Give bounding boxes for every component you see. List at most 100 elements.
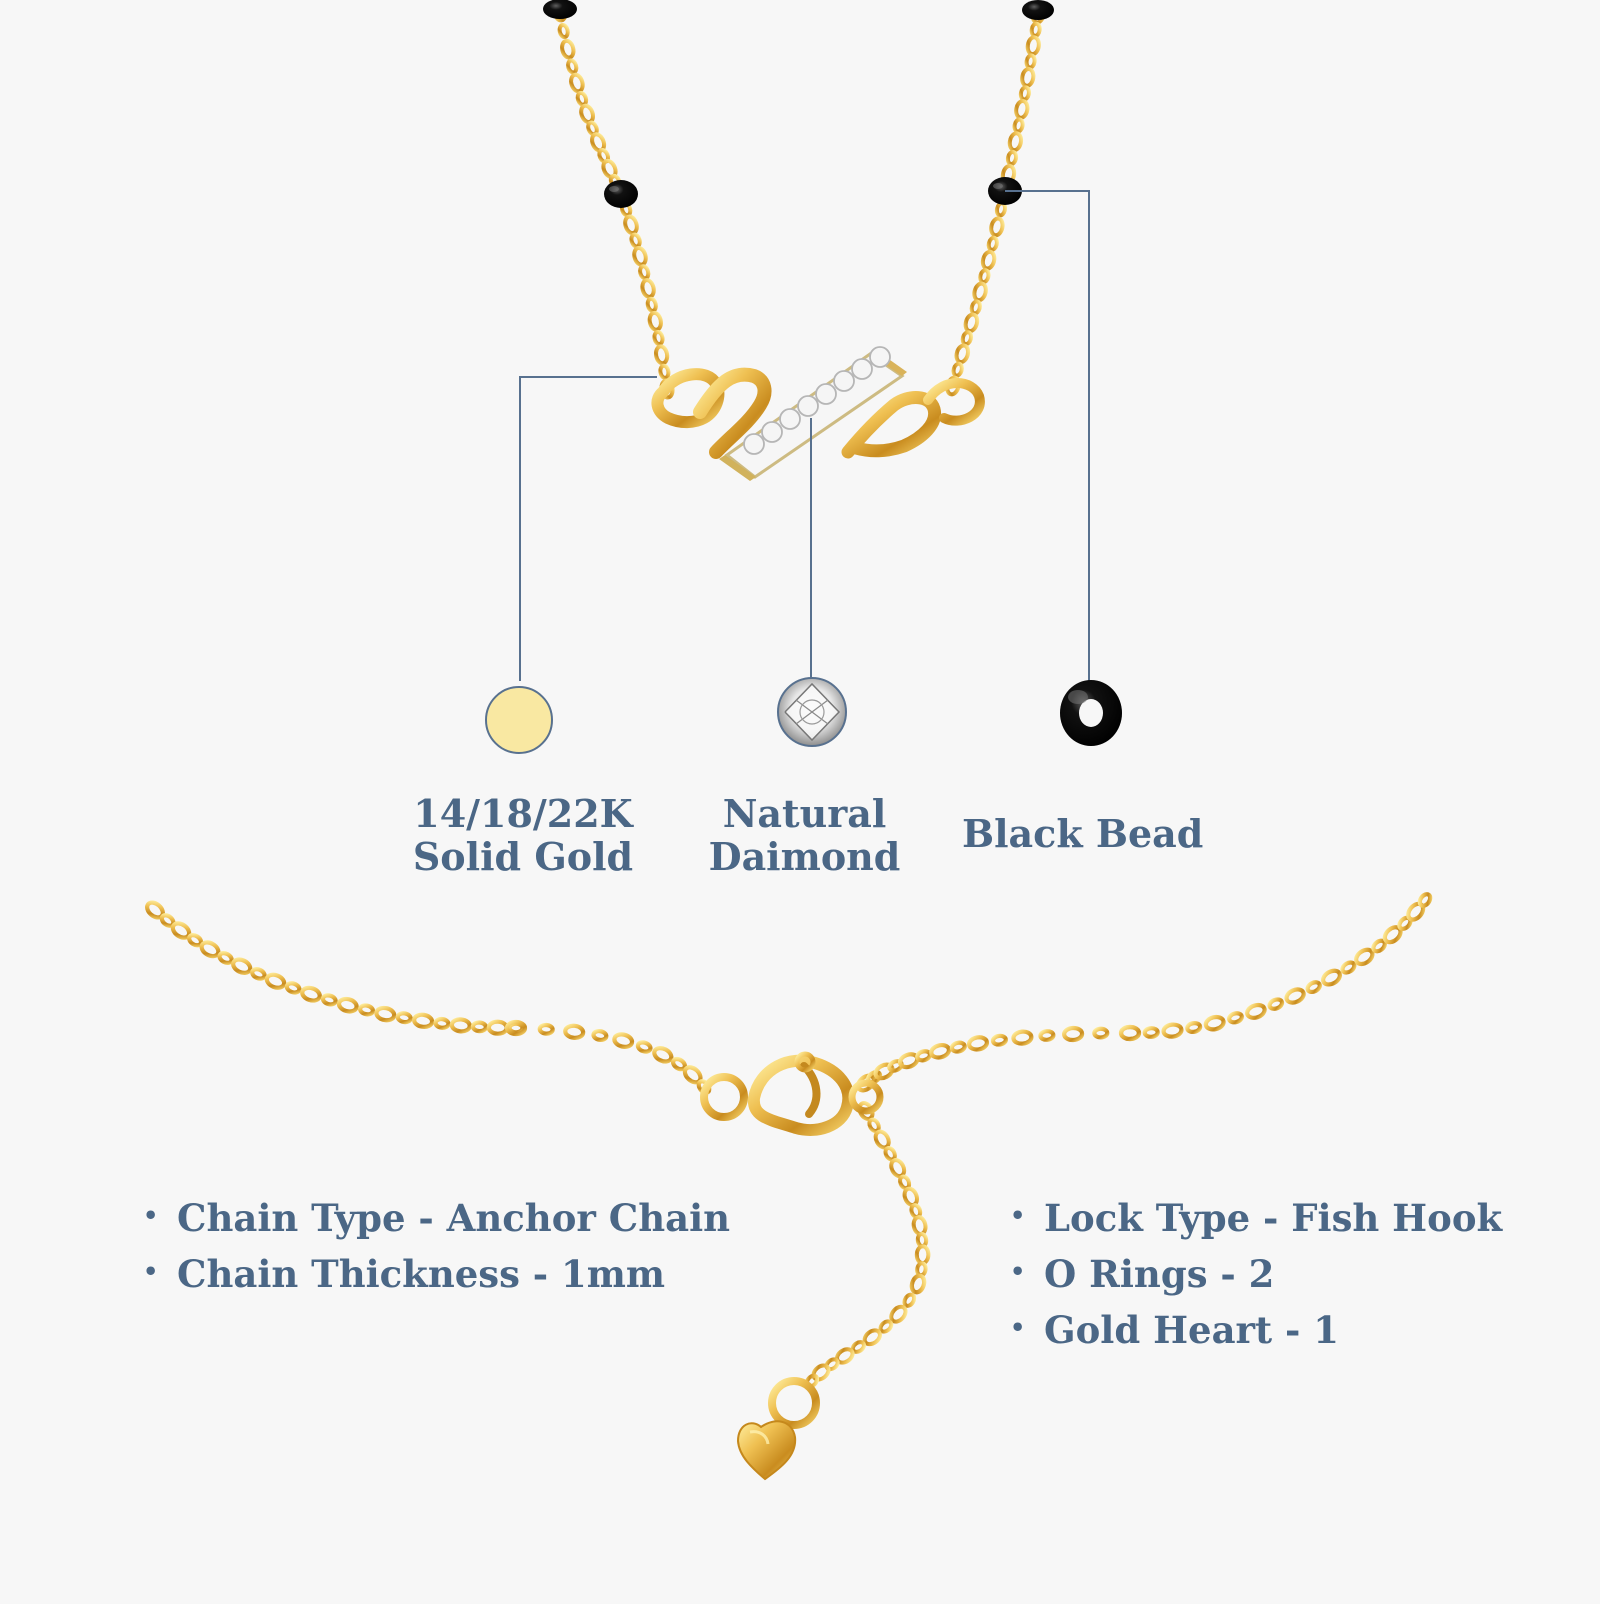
- lower-left-chain-end-link: [504, 1019, 528, 1037]
- lower-right-chain-end-link: [1142, 1026, 1160, 1039]
- lower-right-chain-link: [990, 1033, 1008, 1047]
- lower-right-chain-end-link: [1245, 1002, 1267, 1020]
- upper-left-chain-lower-link: [658, 363, 671, 380]
- extension-chain-upper-link: [914, 1244, 931, 1266]
- lower-right-chain-end-link: [1340, 960, 1357, 975]
- upper-right-chain-lower-link: [960, 330, 974, 347]
- upper-right-chain-link: [1007, 131, 1024, 153]
- upper-left-chain-lower-link: [623, 214, 639, 236]
- lower-left-chain-link: [231, 957, 253, 975]
- gold-heart-spec: Gold Heart - 1: [1010, 1308, 1530, 1364]
- lower-right-chain-end-link: [1284, 987, 1306, 1005]
- callout-bead-line: [1005, 190, 1090, 681]
- lower-left-chain-end-link: [563, 1023, 586, 1040]
- chain-thickness-spec: Chain Thickness - 1mm: [143, 1252, 743, 1308]
- upper-left-chain-lower-link: [638, 264, 651, 281]
- lower-right-chain-end-link: [1203, 1014, 1226, 1032]
- extension-chain-lower-link: [862, 1328, 882, 1347]
- upper-right-chain-link: [1005, 149, 1019, 167]
- upper-left-chain-link: [566, 58, 579, 75]
- lower-right-chain-link: [873, 1062, 895, 1081]
- lower-left-chain-link: [358, 1003, 375, 1017]
- o-ring-right: [848, 1079, 884, 1115]
- right-specifications-list: Lock Type - Fish Hook O Rings - 2 Gold H…: [1010, 1196, 1530, 1364]
- upper-right-chain-link: [1024, 53, 1037, 70]
- lower-right-chain-link: [966, 1035, 990, 1052]
- black-bead-left: [604, 180, 638, 208]
- extension-chain-lower-link: [889, 1304, 908, 1324]
- lower-left-chain-link: [300, 985, 322, 1003]
- lower-right-chain-end-link: [1267, 997, 1285, 1011]
- upper-left-chain-link: [569, 72, 585, 94]
- lower-right-chain-link: [949, 1040, 967, 1054]
- upper-right-chain-lower-link: [980, 249, 997, 271]
- lower-right-chain-link: [1092, 1026, 1110, 1040]
- upper-right-chain-link: [1029, 21, 1042, 38]
- upper-right-chain-lower-link: [954, 343, 971, 365]
- lobster-clasp-icon: [747, 1051, 855, 1136]
- lower-right-chain-end-link: [1161, 1022, 1184, 1039]
- callout-gold-line: [519, 376, 657, 681]
- lower-left-chain-link: [449, 1017, 472, 1034]
- heart-charm-icon: [736, 1420, 797, 1481]
- upper-right-chain-link: [1018, 85, 1031, 102]
- upper-left-chain-lower-link: [645, 296, 658, 313]
- lower-left-chain-end-link: [635, 1040, 653, 1054]
- lower-left-chain-link: [374, 1005, 397, 1023]
- lower-left-chain-link: [412, 1012, 435, 1029]
- lower-left-chain-end-link: [537, 1022, 555, 1036]
- upper-right-chain-link: [1025, 35, 1041, 57]
- gold-label-line-2: Solid Gold: [412, 834, 634, 880]
- o-ring-bottom: [768, 1377, 820, 1429]
- lower-left-chain-link: [284, 981, 302, 995]
- lower-left-chain-link: [336, 996, 359, 1014]
- lower-left-chain-end-link: [612, 1032, 635, 1049]
- diamond-label-line-1: Natural: [722, 791, 887, 836]
- lower-left-chain-link: [264, 972, 287, 990]
- lower-left-chain-end-link: [591, 1028, 609, 1043]
- upper-right-chain-lower-link: [989, 216, 1005, 238]
- lower-chain-left: [145, 900, 712, 1095]
- lower-left-chain-end-link: [652, 1046, 674, 1064]
- upper-right-chain-link: [1020, 66, 1036, 88]
- extension-chain-upper-link: [911, 1215, 928, 1236]
- diamond-material-label: Natural Daimond: [697, 792, 912, 879]
- lower-right-chain-link: [915, 1049, 933, 1063]
- pendant-diamonds: [743, 346, 891, 455]
- lower-right-chain-end-link: [1354, 947, 1375, 967]
- lower-right-chain-link: [1038, 1029, 1056, 1042]
- upper-left-chain-lower-link: [629, 232, 642, 249]
- lower-right-chain-end-link: [1417, 892, 1433, 908]
- diamond-label-line-2: Daimond: [708, 834, 901, 880]
- upper-right-chain-lower-link: [963, 312, 980, 334]
- gold-material-label: 14/18/22K Solid Gold: [403, 792, 643, 879]
- lower-right-chain-link: [929, 1042, 952, 1060]
- black-bead-label: Black Bead: [962, 811, 1204, 856]
- black-bead-icon: [1060, 680, 1122, 746]
- gold-swatch-icon: [485, 686, 553, 754]
- upper-right-chain-lower-link: [978, 268, 991, 285]
- lower-left-chain-link: [486, 1019, 509, 1036]
- lower-right-chain-end-link: [1371, 938, 1387, 954]
- lower-left-chain-link: [217, 951, 234, 965]
- left-specifications-list: Chain Type - Anchor Chain Chain Thicknes…: [143, 1196, 743, 1308]
- lower-chain-right: [855, 892, 1433, 1093]
- lower-left-chain-link: [470, 1020, 488, 1034]
- upper-right-chain-lower-link: [969, 299, 982, 316]
- gold-label-line-1: 14/18/22K: [413, 791, 633, 836]
- extension-chain-lower-link: [909, 1273, 927, 1295]
- chain-type-spec: Chain Type - Anchor Chain: [143, 1196, 743, 1252]
- upper-left-chain-lower-link: [652, 329, 665, 347]
- top-black-bead-right: [1022, 0, 1054, 20]
- upper-left-chain-lower-link: [647, 310, 663, 332]
- diamond-icon: [777, 677, 847, 747]
- extension-chain-lower-link: [878, 1319, 894, 1334]
- upper-left-chain-link: [557, 22, 570, 40]
- lower-left-chain-link: [320, 993, 338, 1007]
- extension-chain-lower-link: [902, 1292, 917, 1308]
- lower-left-chain-link: [433, 1016, 451, 1030]
- lower-right-chain-end-link: [1227, 1011, 1244, 1025]
- lower-right-chain-end-link: [1185, 1020, 1203, 1035]
